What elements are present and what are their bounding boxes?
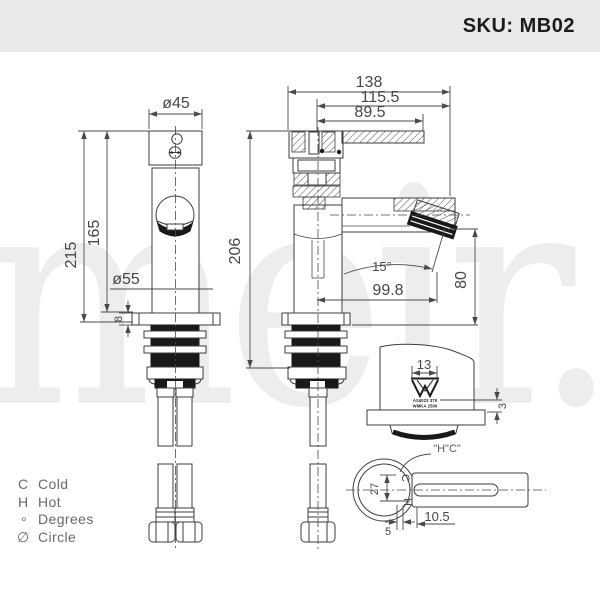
front-view <box>131 126 221 550</box>
front-hose <box>157 463 174 509</box>
dim-spout-reach: 99.8 <box>372 282 403 299</box>
dim-front-plate-thickness: 8 <box>113 316 125 322</box>
front-hose <box>176 463 193 509</box>
label-cold: C <box>399 474 411 482</box>
front-pivot-hole <box>171 133 183 145</box>
front-hose <box>176 396 193 447</box>
front-lock-ring <box>143 345 207 354</box>
front-ferrule <box>155 507 176 523</box>
legend-symbol-circle: ∅ <box>17 529 30 545</box>
dim-handle-width: 27 <box>369 483 381 495</box>
dim-lever-thickness: 10.5 <box>424 509 449 524</box>
front-dimensions: ø45 215 165 ø55 8 <box>63 95 213 337</box>
header-bar: SKU: MB02 <box>0 0 600 52</box>
legend-symbol-cold: C <box>18 476 29 492</box>
spout-detail-flange <box>366 409 486 426</box>
legend-symbol-degrees: ° <box>21 514 27 530</box>
sku-label: SKU: MB02 <box>462 14 575 37</box>
spout-detail-body <box>379 343 475 411</box>
legend-label-degrees: Degrees <box>38 511 94 527</box>
dim-front-base-diameter: ø55 <box>112 271 140 288</box>
dim-aerator-width: 13 <box>417 357 431 372</box>
legend-symbol-hot: H <box>18 494 29 510</box>
side-lock-ring <box>284 330 348 339</box>
dim-handle-offset: 5 <box>385 526 391 538</box>
legend: C Cold H Hot ° Degrees ∅ Circle <box>17 476 94 545</box>
dim-side-lever-width: 89.5 <box>354 104 385 121</box>
side-base-plate <box>281 312 351 326</box>
dim-spout-height: 80 <box>453 271 470 289</box>
dim-aerator-offset: 3 <box>497 403 509 409</box>
dim-side-height: 206 <box>227 238 244 265</box>
dim-spout-angle: 15° <box>372 259 392 274</box>
dim-front-top-diameter: ø45 <box>162 95 190 112</box>
certification-line1: AS4023 370 <box>413 398 438 403</box>
front-hose <box>157 396 174 447</box>
dim-side-handle-width: 115.5 <box>361 89 400 106</box>
side-lever <box>341 130 425 144</box>
side-dimensions: 138 115.5 89.5 206 15° 99.8 80 <box>227 74 478 369</box>
handle-detail-view: "H"C" C H 27 5 10.5 <box>346 443 546 538</box>
dim-side-total-width: 138 <box>356 74 383 91</box>
label-hc: "H"C" <box>433 443 461 455</box>
watermark-certification-logo <box>411 377 439 399</box>
side-view <box>281 127 470 550</box>
front-ferrule <box>174 507 195 523</box>
front-hose-connector <box>175 387 194 398</box>
front-lock-ring <box>143 330 207 339</box>
legend-label-cold: Cold <box>38 476 68 492</box>
certification-line2: WMKA 2500 <box>413 404 438 409</box>
legend-label-hot: Hot <box>38 494 61 510</box>
spout-detail-view: 13 AS4023 370 WMKA 2500 3 <box>366 343 509 440</box>
front-mounting-nut <box>146 366 204 380</box>
dim-front-body-height: 165 <box>86 220 103 247</box>
side-mounting-nut <box>287 366 347 380</box>
label-hot: H <box>401 498 413 506</box>
front-base-plate <box>131 312 221 326</box>
side-aerator <box>406 199 460 240</box>
legend-label-circle: Circle <box>38 529 76 545</box>
front-hex-nut <box>148 521 176 543</box>
front-hex-nut <box>175 521 203 543</box>
side-lock-ring <box>284 345 348 354</box>
dim-front-total-height: 215 <box>63 242 80 269</box>
front-hose-connector <box>156 387 175 398</box>
